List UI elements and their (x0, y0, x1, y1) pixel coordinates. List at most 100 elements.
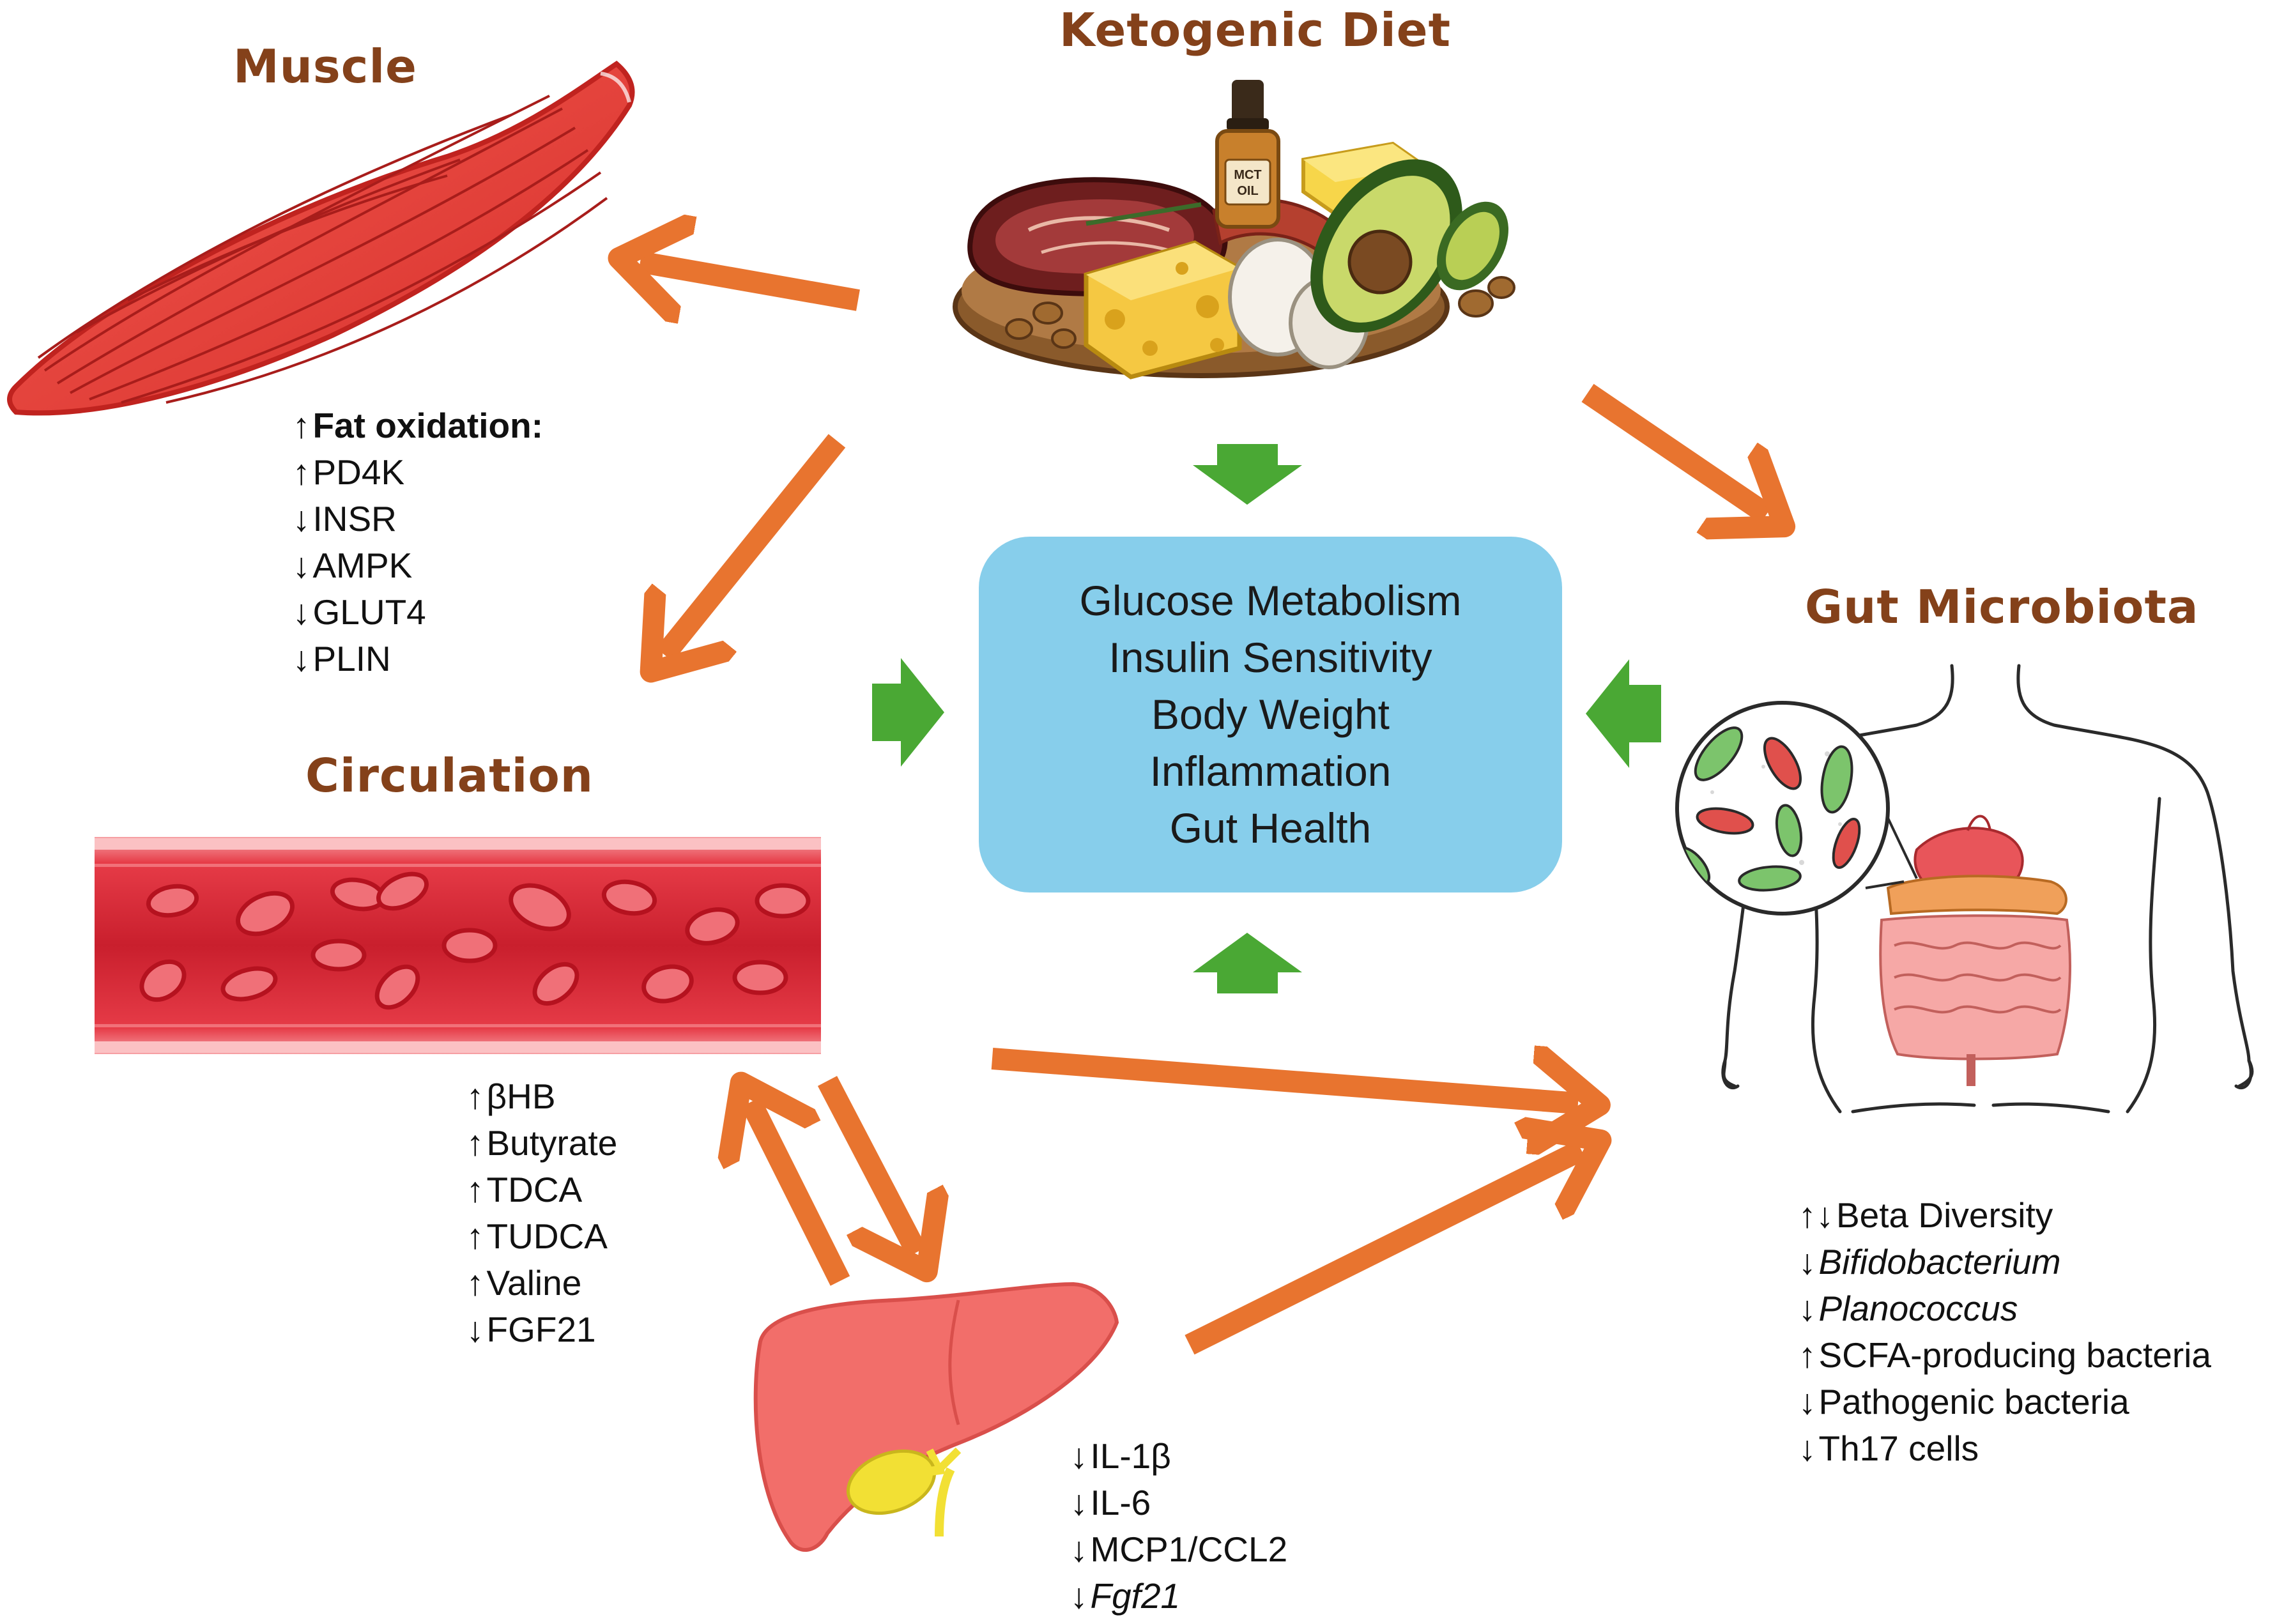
direction-arrow: ↑ (466, 1216, 484, 1256)
arrow-circulation-to-liver (817, 1076, 917, 1252)
effect-item: ↑PD4K (293, 449, 543, 496)
effect-label: Fat oxidation: (312, 406, 544, 445)
green-arrow-right (872, 658, 944, 767)
muscle-effects-list: ↑Fat oxidation:↑PD4K↓INSR↓AMPK↓GLUT4↓PLI… (293, 402, 543, 682)
effect-label: IL-6 (1090, 1483, 1151, 1522)
outcome-gut-health: Gut Health (1169, 804, 1372, 852)
arrow-diet-to-muscle (640, 262, 860, 300)
outcome-body-weight: Body Weight (1151, 691, 1390, 738)
green-arrows (872, 444, 1661, 993)
effect-item: ↓IL-6 (1070, 1480, 1287, 1526)
direction-arrow: ↑ (293, 406, 311, 445)
effect-item: ↑Butyrate (466, 1120, 617, 1167)
direction-arrow: ↓ (293, 546, 311, 585)
title-muscle: Muscle (233, 40, 417, 93)
digestive-organs (1865, 811, 2071, 1086)
effect-label: FGF21 (486, 1310, 596, 1349)
outcome-glucose-metabolism: Glucose Metabolism (1079, 577, 1462, 624)
title-ketogenic-diet: Ketogenic Diet (1059, 3, 1451, 57)
direction-arrow: ↑ (466, 1076, 484, 1116)
green-arrow-left (1586, 659, 1661, 768)
direction-arrow: ↑ (466, 1170, 484, 1209)
liver-illustration (753, 1282, 1119, 1552)
outcome-inflammation: Inflammation (1149, 747, 1392, 795)
effect-item: ↓Bifidobacterium (1798, 1239, 2211, 1285)
direction-arrow: ↓ (293, 639, 311, 678)
direction-arrow: ↓ (293, 592, 311, 632)
effect-label: Th17 cells (1818, 1429, 1979, 1468)
arrow-liver-to-gut (1185, 1150, 1581, 1355)
effect-item: ↓Pathogenic bacteria (1798, 1379, 2211, 1425)
effect-item: ↓AMPK (293, 542, 543, 589)
effect-item: ↓GLUT4 (293, 589, 543, 636)
liver-effects-list: ↓IL-1β↓IL-6↓MCP1/CCL2↓Fgf21 (1070, 1433, 1287, 1620)
mct-oil-label: MCT (1234, 168, 1261, 182)
direction-arrow: ↑↓ (1798, 1195, 1834, 1235)
effect-label: PLIN (312, 639, 391, 678)
effect-label: TUDCA (486, 1216, 608, 1256)
effect-label: Butyrate (486, 1123, 618, 1163)
effect-item: ↑Fat oxidation: (293, 402, 543, 449)
effect-item: ↑βHB (466, 1073, 617, 1120)
direction-arrow: ↓ (1798, 1289, 1816, 1328)
effect-label: GLUT4 (312, 592, 426, 632)
arrow-diet-to-gut (1581, 383, 1767, 514)
outcomes-box: Glucose Metabolism Insulin Sensitivity B… (979, 537, 1562, 892)
effect-label: Planococcus (1818, 1289, 2018, 1328)
effect-item: ↓Planococcus (1798, 1285, 2211, 1332)
svg-text:OIL: OIL (1237, 184, 1258, 198)
effect-item: ↑↓Beta Diversity (1798, 1192, 2211, 1239)
effect-item: ↓MCP1/CCL2 (1070, 1526, 1287, 1573)
direction-arrow: ↓ (1070, 1436, 1088, 1476)
direction-arrow: ↑ (466, 1123, 484, 1163)
effect-item: ↓FGF21 (466, 1306, 617, 1353)
effect-label: Valine (486, 1263, 582, 1303)
effect-item: ↑Valine (466, 1260, 617, 1306)
green-arrow-up (1193, 933, 1302, 993)
outcome-insulin-sensitivity: Insulin Sensitivity (1108, 634, 1432, 681)
blood-vessel-illustration (95, 837, 821, 1054)
direction-arrow: ↓ (466, 1310, 484, 1349)
effect-label: βHB (486, 1076, 556, 1116)
direction-arrow: ↓ (293, 499, 311, 539)
direction-arrow: ↑ (466, 1263, 484, 1303)
effect-label: INSR (312, 499, 397, 539)
effect-label: Fgf21 (1090, 1576, 1181, 1616)
title-gut-microbiota: Gut Microbiota (1805, 580, 2199, 634)
effect-item: ↑TDCA (466, 1167, 617, 1213)
effect-item: ↓IL-1β (1070, 1433, 1287, 1480)
effect-label: Bifidobacterium (1818, 1242, 2061, 1282)
gut-effects-list: ↑↓Beta Diversity↓Bifidobacterium↓Planoco… (1798, 1192, 2211, 1472)
bacteria-magnifier (1675, 701, 1890, 915)
effect-label: IL-1β (1090, 1436, 1171, 1476)
direction-arrow: ↓ (1798, 1242, 1816, 1282)
direction-arrow: ↓ (1070, 1483, 1088, 1522)
effect-label: AMPK (312, 546, 413, 585)
direction-arrow: ↓ (1070, 1529, 1088, 1569)
arrow-liver-to-circulation (751, 1102, 850, 1286)
muscle-illustration (7, 60, 635, 416)
ketogenic-food-illustration: MCT OIL (953, 80, 1515, 379)
circulation-effects-list: ↑βHB↑Butyrate↑TDCA↑TUDCA↑Valine↓FGF21 (466, 1073, 617, 1353)
direction-arrow: ↓ (1798, 1429, 1816, 1468)
direction-arrow: ↓ (1798, 1382, 1816, 1421)
effect-label: Pathogenic bacteria (1818, 1382, 2129, 1421)
arrow-diet-to-circulation (664, 434, 846, 655)
direction-arrow: ↑ (293, 452, 311, 492)
effect-item: ↓Th17 cells (1798, 1425, 2211, 1472)
effect-item: ↓INSR (293, 496, 543, 542)
title-circulation: Circulation (305, 749, 594, 802)
direction-arrow: ↓ (1070, 1576, 1088, 1616)
effect-label: PD4K (312, 452, 405, 492)
orange-arrows (640, 262, 1767, 1355)
arrow-circulation-to-gut (991, 1059, 1578, 1103)
green-arrow-down (1193, 444, 1302, 505)
effect-label: MCP1/CCL2 (1090, 1529, 1288, 1569)
effect-item: ↑SCFA-producing bacteria (1798, 1332, 2211, 1379)
effect-label: SCFA-producing bacteria (1818, 1335, 2211, 1375)
effect-item: ↓PLIN (293, 636, 543, 682)
effect-label: Beta Diversity (1836, 1195, 2053, 1235)
effect-item: ↑TUDCA (466, 1213, 617, 1260)
